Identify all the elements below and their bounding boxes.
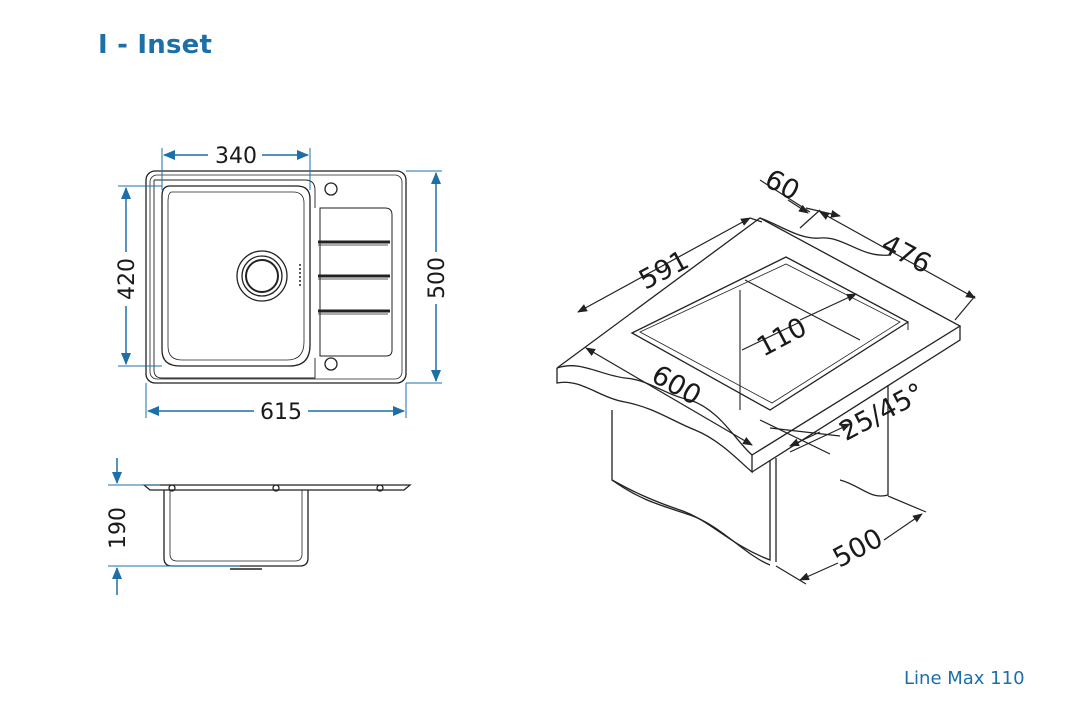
cabinet-outline [611, 410, 771, 561]
dim-cutout-depth: 476 [876, 229, 936, 281]
model-name: Line Max 110 [904, 668, 1025, 689]
dim-overall-width: 615 [260, 400, 302, 425]
isometric-dimensions [577, 179, 976, 585]
dim-corner-radius: 25/45° [834, 377, 929, 447]
page-title: I - Inset [98, 30, 213, 60]
bowl-profile [163, 490, 309, 567]
sink-side-view [142, 484, 412, 570]
dim-offset: 60 [760, 164, 805, 208]
dim-bowl-width: 340 [215, 144, 257, 169]
bowl-outline [161, 185, 311, 367]
drainboard-outline [319, 207, 393, 357]
dim-worktop-width: 600 [646, 359, 706, 412]
dim-cabinet-depth: 500 [828, 523, 888, 575]
side-view-dimensions [108, 458, 240, 595]
top-view-dimensions [118, 148, 442, 418]
dim-edge-distance: 110 [752, 312, 812, 364]
dim-overall-depth: 500 [425, 257, 450, 299]
dim-bowl-depth: 420 [115, 258, 140, 300]
dim-bowl-height: 190 [106, 507, 131, 549]
tap-hole [324, 182, 338, 196]
drain-hole [236, 250, 288, 302]
sink-outline [145, 170, 407, 384]
sink-top-view [145, 170, 407, 384]
